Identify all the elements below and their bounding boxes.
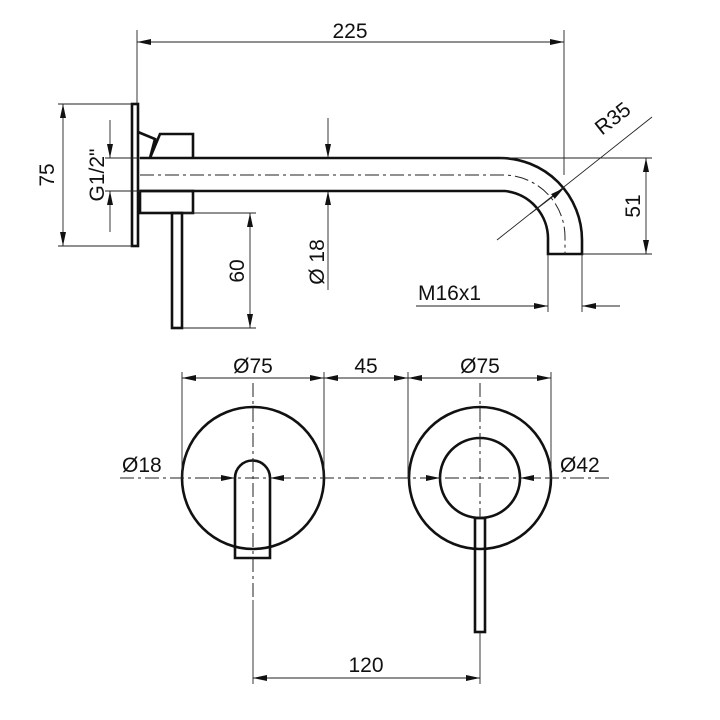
side-view: 225 75 G1/2" 60 Ø 18 R35 51 M16x1	[36, 20, 653, 330]
dim-75: 75	[36, 163, 59, 186]
lever-front	[473, 516, 487, 634]
dim-spout-diameter: Ø 18	[306, 239, 329, 285]
dim-right-plate: Ø75	[460, 355, 500, 378]
dim-120: 120	[348, 654, 383, 677]
lever-side	[170, 211, 184, 330]
dim-left-plate: Ø75	[233, 355, 273, 378]
dim-thread: G1/2"	[86, 149, 109, 202]
dim-outlet-thread: M16x1	[418, 282, 481, 305]
front-view: Ø75 45 Ø75 Ø18 Ø42 120	[120, 355, 610, 684]
body-top	[137, 130, 195, 159]
wall-plate	[130, 102, 140, 248]
dim-60: 60	[226, 259, 249, 282]
spout	[140, 156, 584, 256]
dim-radius: R35	[591, 98, 636, 140]
body-bottom	[138, 189, 195, 215]
spout-centerline	[140, 174, 566, 254]
dim-225: 225	[332, 20, 367, 43]
spout-front	[233, 459, 272, 560]
dim-gap: 45	[354, 355, 377, 378]
dim-spout-front: Ø18	[122, 454, 162, 477]
dim-inner-ring: Ø42	[560, 454, 600, 477]
dim-51: 51	[622, 194, 645, 217]
